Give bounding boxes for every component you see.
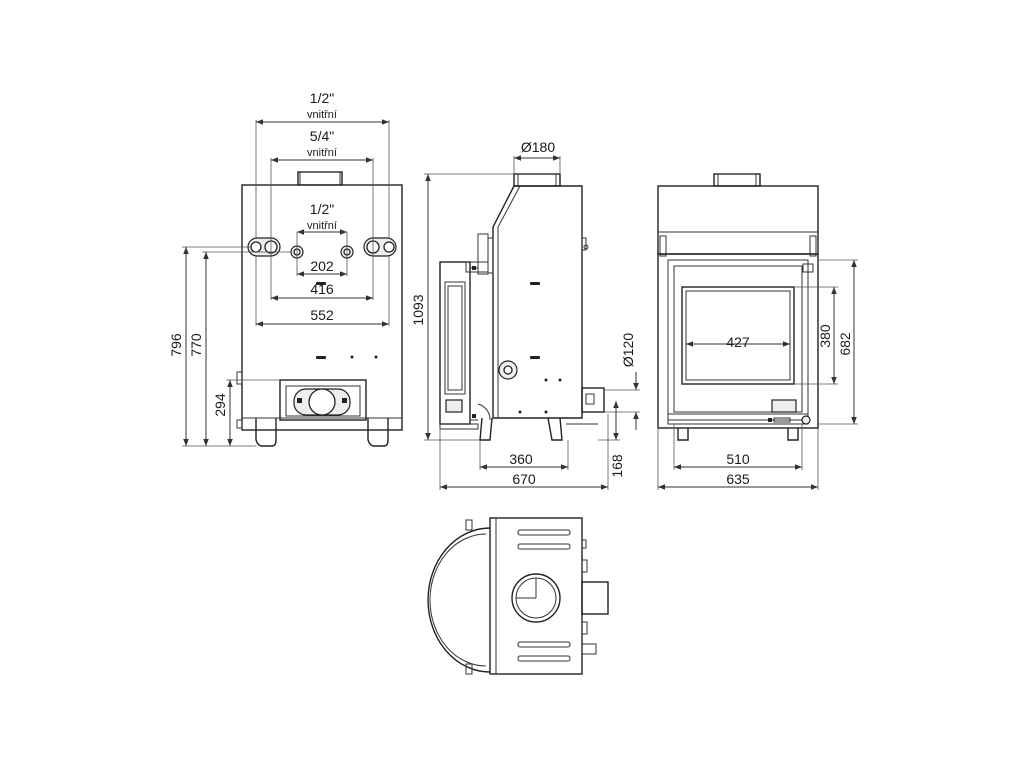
dim-682: 682 [837, 332, 853, 356]
air-intake-box [279, 379, 367, 421]
top-view [427, 517, 609, 675]
dim-670: 670 [512, 471, 536, 487]
dim-top-pipe: 1/2" [310, 90, 334, 106]
pipe-fitting-left-icon [247, 237, 281, 257]
dim-202: 202 [310, 258, 334, 274]
side-view: Ø180 1093 360 670 Ø120 168 [410, 139, 640, 490]
dim-427: 427 [726, 334, 750, 350]
dim-top-pipe-note: vnitřní [307, 109, 337, 121]
dim-380: 380 [817, 324, 833, 348]
dim-air: Ø120 [620, 333, 636, 367]
side-air-hole-icon [498, 360, 518, 380]
front-view: 427 380 682 510 635 [657, 173, 858, 490]
dim-inner-pipe: 1/2" [310, 201, 334, 217]
front-knob-icon [801, 415, 811, 425]
pipe-fitting-right-icon [363, 237, 397, 257]
dim-360: 360 [509, 451, 533, 467]
back-view: 1/2" vnitřní 5/4" vnitřní 1/2" vnitřní 2… [168, 90, 403, 447]
dim-294: 294 [212, 393, 228, 417]
dim-635: 635 [726, 471, 750, 487]
dim-1093: 1093 [410, 294, 426, 325]
dim-168: 168 [609, 454, 625, 478]
dim-mid-pipe-note: vnitřní [307, 147, 337, 159]
top-flue-icon [511, 573, 561, 623]
dim-770: 770 [188, 333, 204, 357]
dim-796: 796 [168, 333, 184, 357]
dim-flue: Ø180 [521, 139, 555, 155]
dim-inner-pipe-note: vnitřní [307, 220, 337, 232]
dim-mid-pipe: 5/4" [310, 128, 334, 144]
side-door [439, 261, 491, 430]
dim-552: 552 [310, 307, 334, 323]
dim-416: 416 [310, 281, 334, 297]
dim-510: 510 [726, 451, 750, 467]
